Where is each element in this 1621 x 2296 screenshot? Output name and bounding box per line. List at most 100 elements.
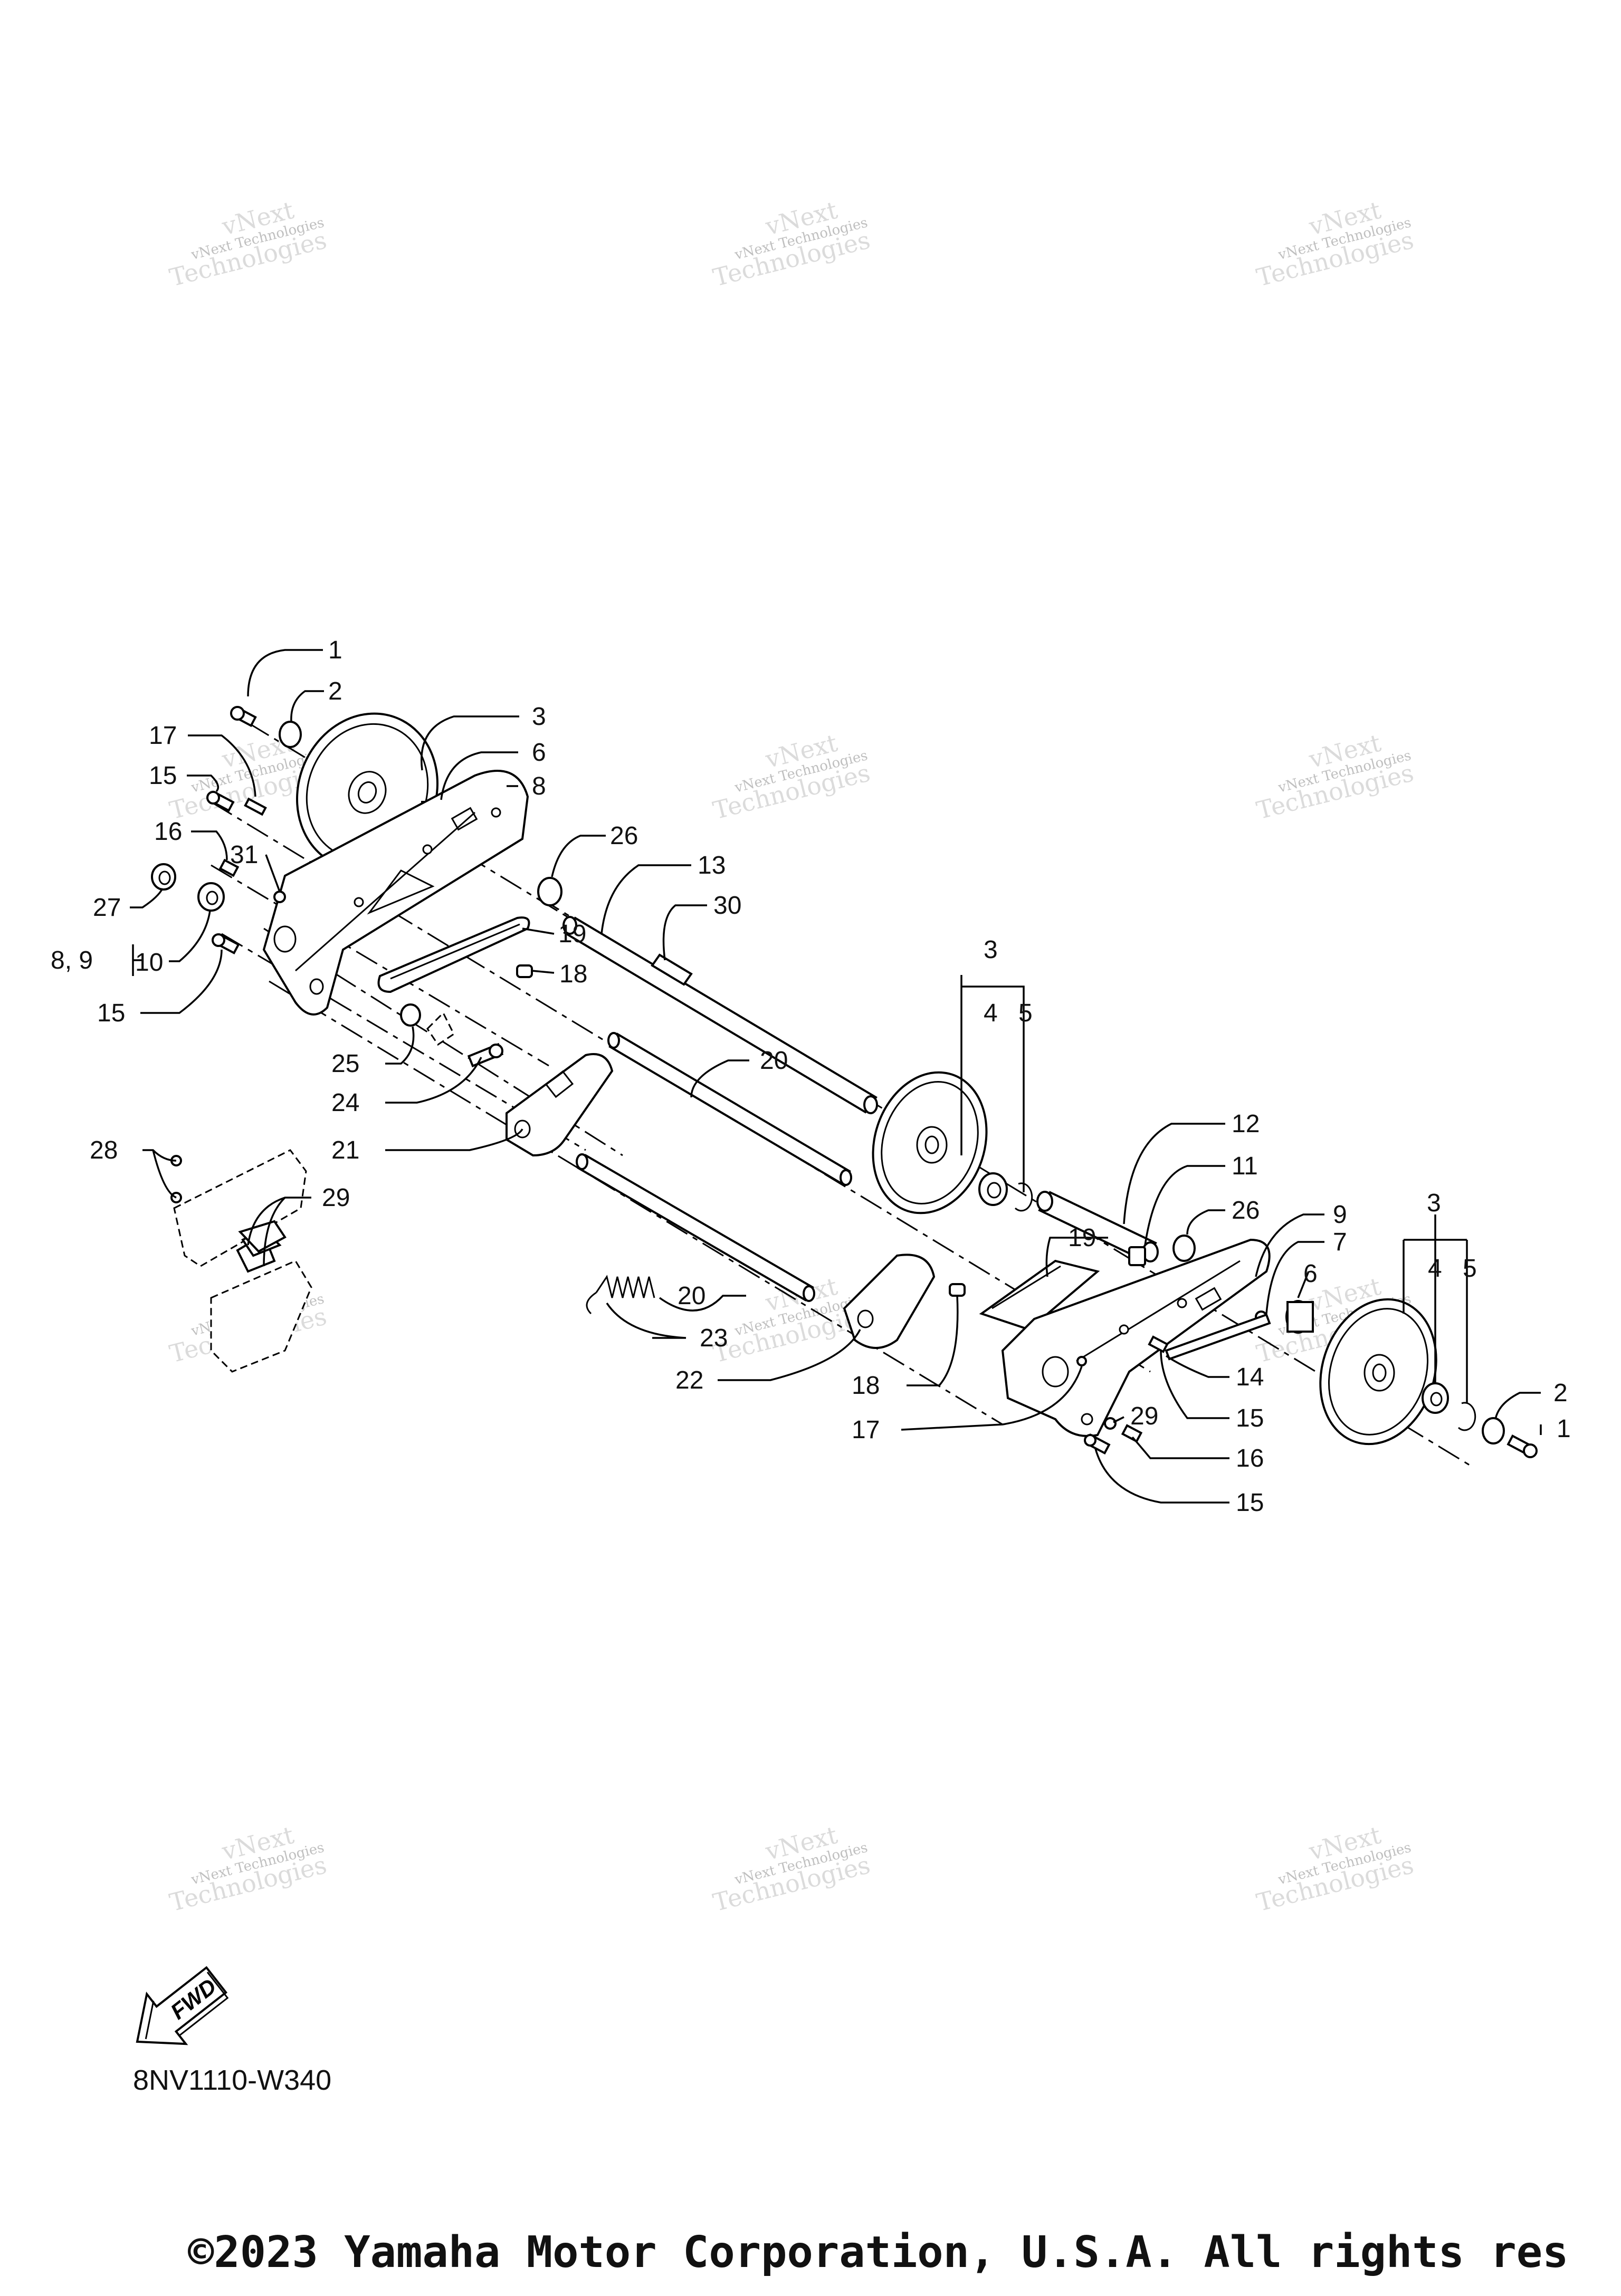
callout-25: 25 xyxy=(331,1050,359,1078)
bolt-1-left xyxy=(230,706,257,728)
callout-11: 11 xyxy=(1232,1152,1258,1180)
callout-28: 28 xyxy=(90,1136,118,1164)
callout-5: 5 xyxy=(1018,999,1033,1027)
bolt-24 xyxy=(467,1042,504,1068)
block-11 xyxy=(1128,1246,1146,1266)
copyright-notice: ©2023 Yamaha Motor Corporation, U.S.A. A… xyxy=(188,2227,1569,2278)
callout-3: 3 xyxy=(984,936,998,964)
shaft-20-lower xyxy=(576,1153,815,1302)
callout-17: 17 xyxy=(149,722,177,750)
middle-idler-wheel xyxy=(872,1071,988,1214)
watermark: vNext vNext Technologies Technologies xyxy=(710,196,873,292)
callout-labels: 1 2 3 17 6 8 15 26 16 31 13 30 27 19 8, … xyxy=(51,636,1571,1517)
callout-3: 3 xyxy=(532,703,546,731)
callout-7: 7 xyxy=(1333,1228,1347,1256)
callout-21: 21 xyxy=(331,1136,359,1164)
callout-29: 29 xyxy=(322,1184,350,1212)
callout-16: 16 xyxy=(1236,1444,1264,1472)
bearing-4-right xyxy=(1422,1382,1449,1414)
callout-23: 23 xyxy=(700,1324,728,1352)
insert-18-left xyxy=(516,964,533,978)
diagram-code: 8NV1110-W340 xyxy=(133,2064,332,2096)
callout-14: 14 xyxy=(1236,1363,1264,1391)
nut-16-right xyxy=(1121,1424,1143,1443)
washer-2-left xyxy=(279,721,302,748)
collar-10-left xyxy=(197,882,225,912)
watermark: vNext vNext Technologies Technologies xyxy=(167,196,329,292)
bracket-22 xyxy=(843,1254,936,1349)
callout-19: 19 xyxy=(558,920,586,948)
callout-2: 2 xyxy=(328,677,342,705)
callout-6: 6 xyxy=(1303,1260,1318,1288)
shaft-20-upper xyxy=(607,1032,852,1186)
callout-16: 16 xyxy=(154,818,182,846)
bolt-15-right-upper xyxy=(1148,1335,1169,1353)
callout-9: 9 xyxy=(1333,1201,1347,1229)
spring-23 xyxy=(586,1275,655,1315)
callout-5: 5 xyxy=(1463,1255,1477,1283)
watermark: vNext vNext Technologies Technologies xyxy=(710,1821,873,1917)
callout-8: 8 xyxy=(532,772,546,800)
callout-10: 10 xyxy=(135,949,163,977)
washer-26-right xyxy=(1172,1235,1196,1262)
bearing-4-middle xyxy=(978,1172,1008,1206)
bolt-1-right xyxy=(1506,1434,1538,1458)
callout-4: 4 xyxy=(984,999,998,1027)
callout-15: 15 xyxy=(149,762,177,790)
callout-15: 15 xyxy=(1236,1489,1264,1517)
watermark: vNext vNext Technologies Technologies xyxy=(710,729,873,825)
collar-25 xyxy=(400,1003,421,1027)
callout-22: 22 xyxy=(675,1366,703,1394)
collar-6-right xyxy=(1285,1300,1314,1334)
callout-4: 4 xyxy=(1428,1255,1442,1283)
callout-20: 20 xyxy=(678,1282,705,1310)
callout-1: 1 xyxy=(1557,1415,1571,1443)
cap-27-left xyxy=(151,863,176,891)
callout-8-9: 8, 9 xyxy=(51,946,93,974)
callout-18: 18 xyxy=(852,1372,880,1400)
callout-15: 15 xyxy=(1236,1404,1264,1432)
right-frame-plate xyxy=(1001,1238,1271,1437)
callout-20: 20 xyxy=(760,1047,788,1075)
fwd-arrow-icon: FWD xyxy=(136,1966,229,2045)
callout-24: 24 xyxy=(331,1089,359,1117)
callout-19: 19 xyxy=(1068,1224,1096,1252)
bolt-15-left-upper xyxy=(206,790,235,812)
washer-2-right xyxy=(1482,1417,1505,1444)
callout-18: 18 xyxy=(559,960,587,988)
callout-26: 26 xyxy=(610,822,638,850)
callout-2: 2 xyxy=(1553,1379,1568,1407)
callout-13: 13 xyxy=(698,852,726,879)
washer-26-left xyxy=(537,877,562,906)
bolt-15-right-lower xyxy=(1084,1433,1111,1455)
bracket-21 xyxy=(506,1053,614,1157)
callout-26: 26 xyxy=(1232,1197,1260,1224)
callout-30: 30 xyxy=(713,892,741,920)
nut-16-left xyxy=(218,858,240,877)
shaft-13 xyxy=(562,916,878,1114)
bolt-17-left xyxy=(244,797,267,816)
callout-27: 27 xyxy=(93,894,121,922)
insert-18-right xyxy=(949,1283,966,1297)
pin-17-right xyxy=(1076,1356,1087,1366)
callout-29: 29 xyxy=(1130,1402,1158,1430)
ring-31-left xyxy=(273,891,286,903)
callout-1: 1 xyxy=(328,636,342,664)
watermark: vNext vNext Technologies Technologies xyxy=(1254,729,1416,825)
watermark: vNext vNext Technologies Technologies xyxy=(1254,196,1416,292)
bolt-15-left-lower xyxy=(212,933,240,955)
callout-17: 17 xyxy=(852,1416,880,1444)
clip-5-right xyxy=(1457,1402,1476,1431)
right-idler-wheel xyxy=(1319,1298,1437,1446)
callout-leaders xyxy=(130,649,1542,1504)
right-slide-rail xyxy=(979,1259,1100,1331)
callout-15: 15 xyxy=(97,999,125,1027)
dashed-part-reference xyxy=(426,1011,455,1046)
ring-29-right xyxy=(1104,1417,1117,1430)
callout-6: 6 xyxy=(532,739,546,767)
callout-31: 31 xyxy=(230,841,258,869)
left-frame-plate xyxy=(262,770,529,1016)
callout-12: 12 xyxy=(1232,1110,1260,1138)
callout-3: 3 xyxy=(1427,1189,1441,1217)
inset-detail-28-29 xyxy=(170,1149,312,1373)
